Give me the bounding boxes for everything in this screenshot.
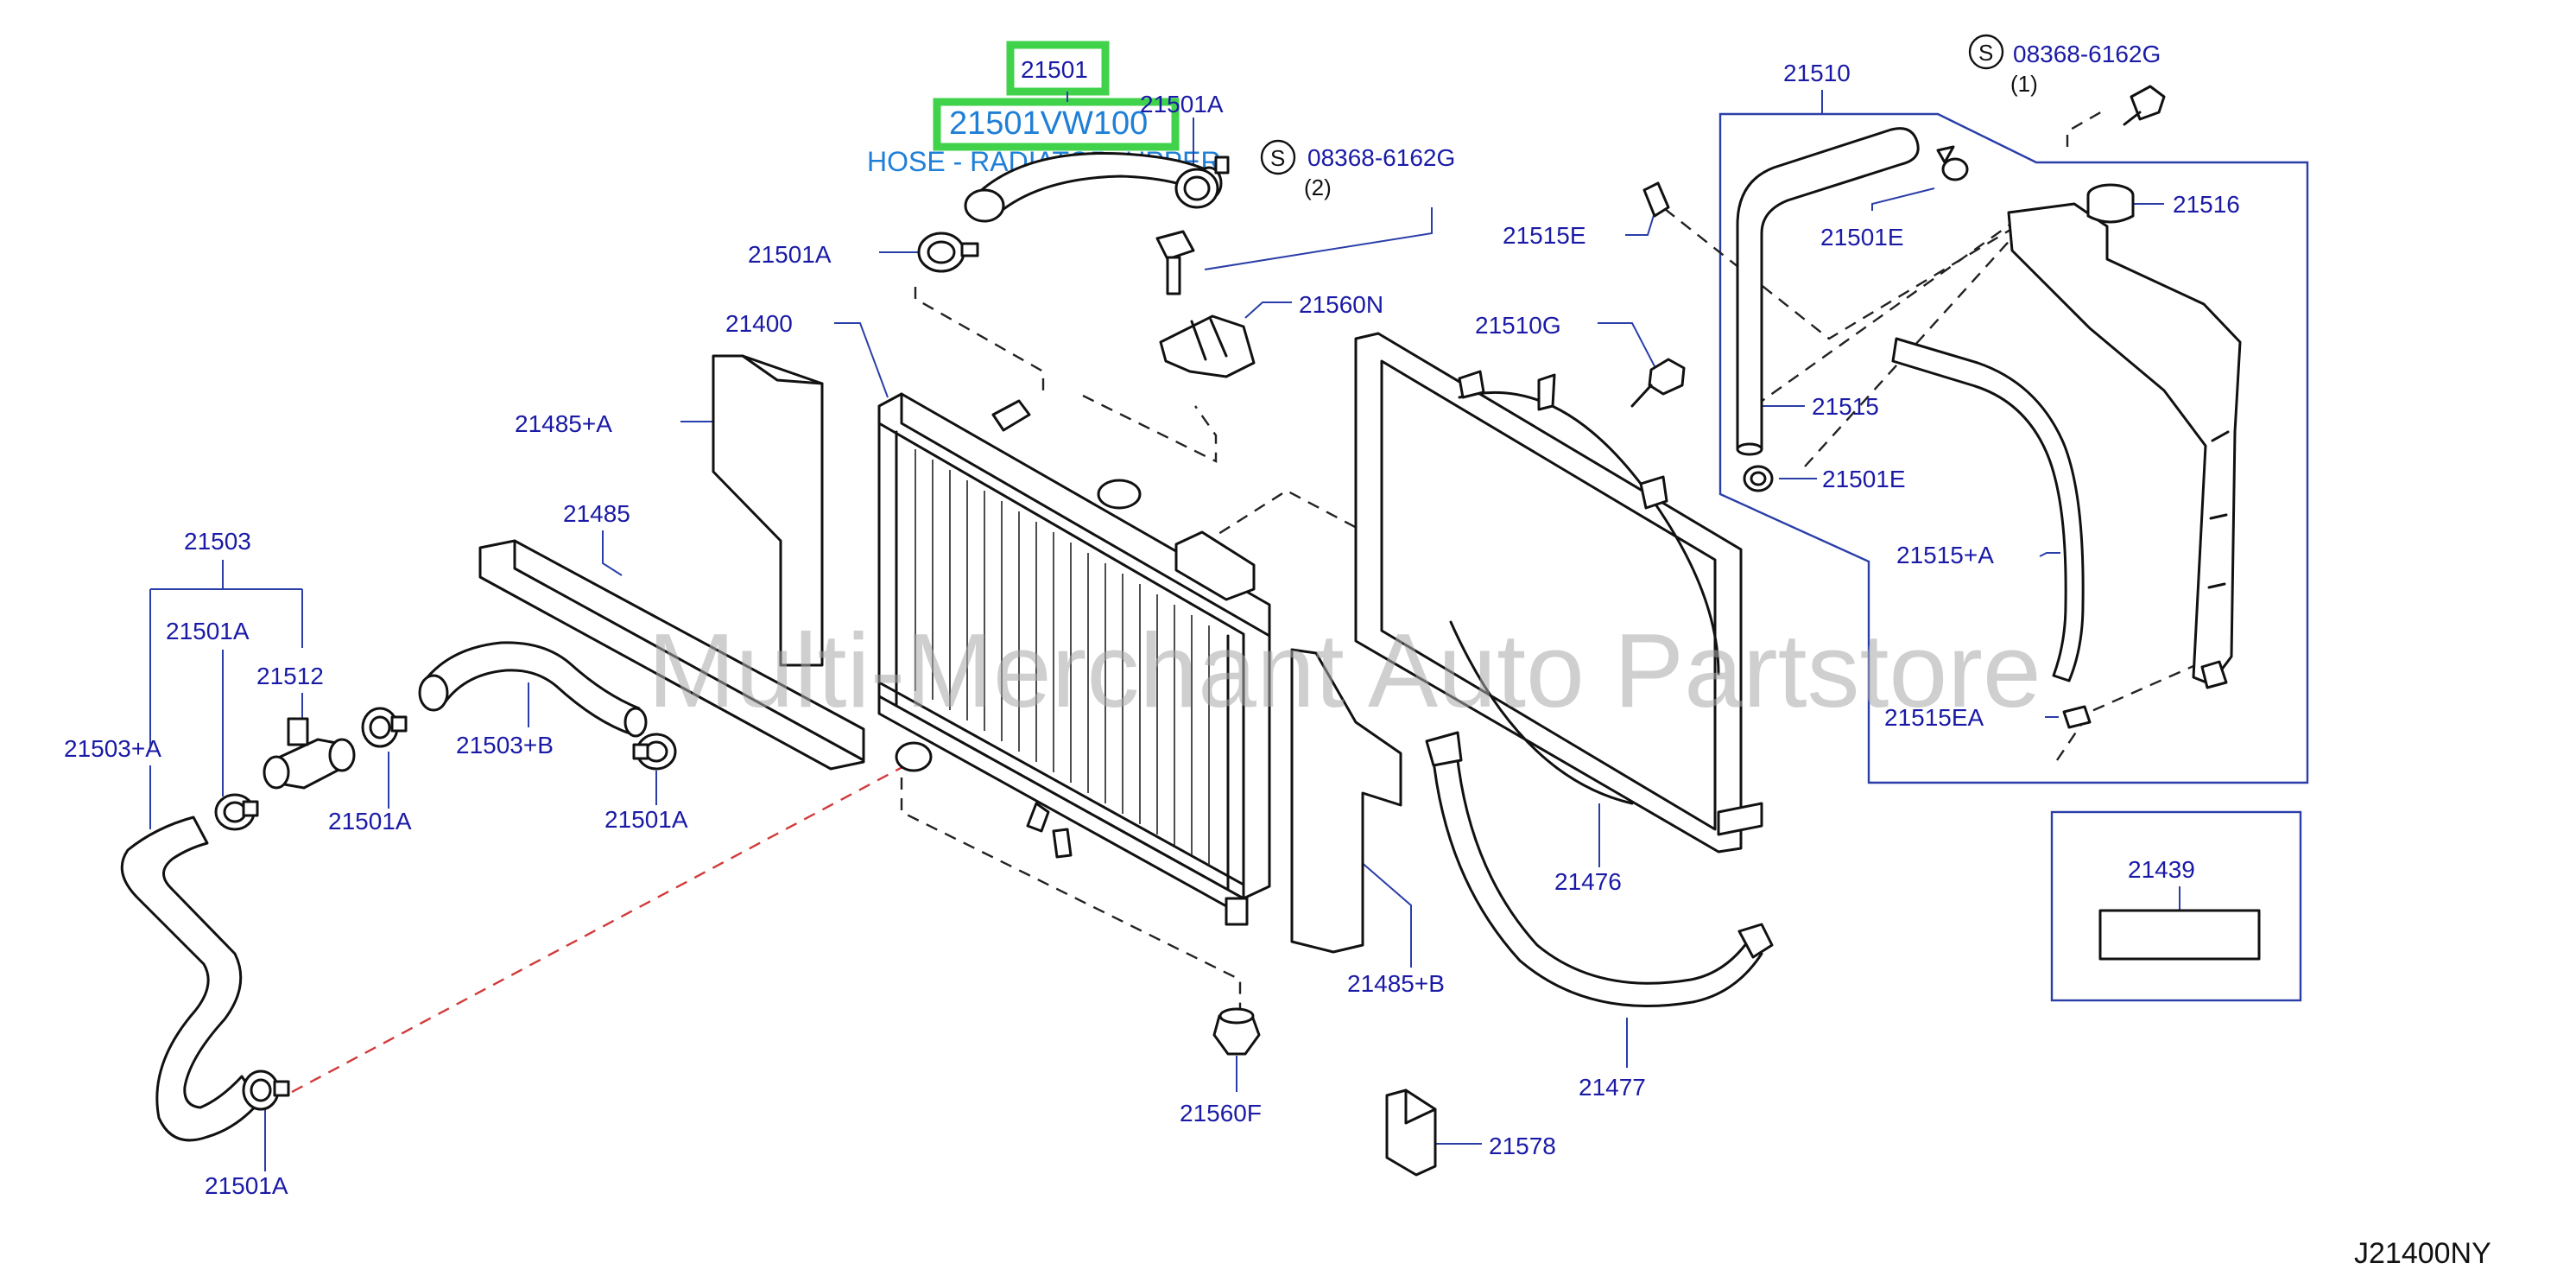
clamp-21501A-bottom[interactable] — [242, 1069, 290, 1111]
screw-mark-1: S 08368-6162G (1) — [1968, 34, 2161, 97]
screw-part: 08368-6162G — [2013, 41, 2161, 67]
radiator-core-fins — [915, 449, 1210, 866]
label-21501A-c[interactable]: 21501A — [604, 806, 688, 833]
label-21501A-b[interactable]: 21501A — [328, 808, 412, 835]
diagram-code: J21400NY — [2354, 1237, 2491, 1270]
screw-08368-1[interactable] — [2123, 85, 2166, 126]
radiator-21400[interactable] — [877, 392, 1271, 926]
clamp-21501A-a[interactable] — [214, 793, 259, 831]
clamp-21501A-top[interactable] — [1174, 155, 1230, 209]
leader-lines — [149, 90, 2180, 1171]
plug-21560F[interactable] — [1212, 1007, 1261, 1056]
label-21515E[interactable]: 21515E — [1503, 222, 1586, 249]
shroud-band-21477[interactable] — [1425, 731, 1774, 1007]
clamp-21501A-left[interactable] — [917, 232, 979, 273]
label-21560N[interactable]: 21560N — [1299, 291, 1383, 318]
cap-21516[interactable] — [2086, 183, 2135, 224]
label-21560F[interactable]: 21560F — [1180, 1100, 1262, 1127]
screw-08368-2[interactable] — [1155, 230, 1195, 295]
label-21512[interactable]: 21512 — [256, 663, 324, 689]
label-21501A-bottom[interactable]: 21501A — [205, 1172, 288, 1199]
reservoir-group-box — [1718, 112, 2309, 784]
label-21501A-top[interactable]: 21501A — [1140, 91, 1224, 117]
label-21485B[interactable]: 21485+B — [1347, 970, 1445, 997]
reservoir-tank[interactable] — [2007, 202, 2242, 689]
clamp-21501E-top[interactable] — [1936, 145, 1969, 181]
highlight-oem-number: 21501VW100 — [949, 105, 1148, 142]
highlight-box-part — [1006, 41, 1110, 96]
dashed-connectors — [291, 109, 2208, 1094]
screw-part: 08368-6162G — [1307, 144, 1455, 171]
label-21501A-left[interactable]: 21501A — [748, 241, 832, 268]
label-21515A[interactable]: 21515+A — [1896, 542, 1994, 568]
clip-21515E[interactable] — [1642, 181, 1670, 218]
label-21510[interactable]: 21510 — [1783, 60, 1851, 86]
label-21503[interactable]: 21503 — [184, 528, 251, 555]
lower-hose-21503A[interactable] — [120, 816, 261, 1142]
air-guide-21485B[interactable] — [1290, 648, 1402, 954]
label-21400[interactable]: 21400 — [725, 310, 793, 337]
reservoir-hose-21510[interactable] — [1736, 127, 1920, 456]
bracket-21560N[interactable] — [1159, 314, 1256, 378]
highlight-box-oem — [933, 98, 1180, 151]
label-21485A[interactable]: 21485+A — [515, 410, 612, 437]
screw-qty: (1) — [2010, 71, 2038, 97]
part-labels: 21501A 21501A 21400 21560N 21485+A 21485… — [64, 60, 2240, 1199]
watermark-text: Multi-Merchant Auto Partstore — [648, 612, 2041, 729]
screw-symbol: S — [1270, 145, 1285, 171]
clamp-21501A-c[interactable] — [632, 733, 677, 771]
part-21439-label-plate[interactable] — [2098, 909, 2261, 961]
screw-s-icon — [1968, 34, 2004, 70]
screw-symbol: S — [1978, 40, 1993, 66]
label-21515EA[interactable]: 21515EA — [1884, 704, 1984, 731]
overflow-hose-21515A[interactable] — [1891, 337, 2085, 682]
bolt-21510G[interactable] — [1630, 358, 1686, 408]
air-guide-21485A[interactable] — [712, 354, 824, 667]
label-21476[interactable]: 21476 — [1554, 868, 1622, 895]
highlight-part-number: 21501 — [1021, 56, 1088, 83]
screw-qty: (2) — [1304, 175, 1332, 200]
connector-21512[interactable] — [263, 717, 356, 790]
label-21477[interactable]: 21477 — [1579, 1074, 1646, 1101]
kit-box — [2050, 810, 2302, 1002]
clamp-21501A-b[interactable] — [361, 707, 408, 748]
lower-hose-21503B[interactable] — [418, 641, 648, 738]
label-21510G[interactable]: 21510G — [1475, 312, 1561, 339]
label-21439[interactable]: 21439 — [2128, 856, 2195, 883]
label-21503A[interactable]: 21503+A — [64, 735, 161, 762]
fan-shroud-21476[interactable] — [1354, 332, 1763, 854]
screw-s-icon — [1260, 139, 1296, 175]
clamp-21501E-bottom[interactable] — [1743, 465, 1774, 492]
clip-21578[interactable] — [1385, 1088, 1437, 1177]
screw-mark-2: S 08368-6162G (2) — [1260, 139, 1455, 200]
label-21503B[interactable]: 21503+B — [456, 732, 554, 758]
clip-21515EA[interactable] — [2062, 705, 2092, 729]
label-21516[interactable]: 21516 — [2173, 191, 2240, 218]
label-21501E-bottom[interactable]: 21501E — [1822, 466, 1906, 492]
label-21578[interactable]: 21578 — [1489, 1133, 1556, 1159]
label-21485[interactable]: 21485 — [563, 500, 630, 527]
label-21501E-top[interactable]: 21501E — [1820, 224, 1904, 251]
label-21501A-a[interactable]: 21501A — [166, 618, 250, 644]
air-guide-21485[interactable] — [478, 539, 865, 771]
